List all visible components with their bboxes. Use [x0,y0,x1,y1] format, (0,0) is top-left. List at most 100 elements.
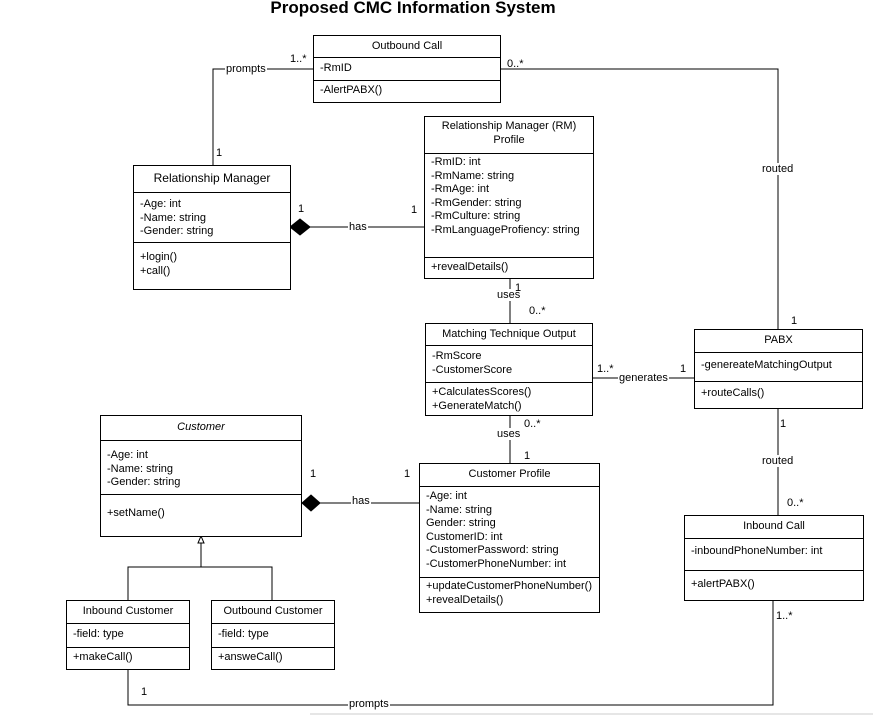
line-prompts-bottom [127,600,774,706]
multiplicity: 1 [216,147,223,159]
class-name-line2: Profile [493,133,525,146]
class-name: Relationship Manager (RM) Profile [425,117,593,154]
methods-section: +revealDetails() [425,258,593,278]
class-name: Customer Profile [420,464,599,487]
multiplicity: 1 [524,450,531,462]
attribute: -RmGender: string [431,196,522,209]
attribute: -field: type [218,628,269,640]
method: +CalculatesScores() [432,386,532,398]
method: +alertPABX() [691,578,755,590]
class-name: Relationship Manager [134,166,290,193]
attributes-section: -Age: int -Name: string Gender: string C… [420,487,599,578]
methods-section: +alertPABX() [685,571,863,595]
attributes-section: -inboundPhoneNumber: int [685,539,863,571]
label-routed-bottom: routed [761,455,795,467]
multiplicity: 1 [680,363,687,375]
attribute: -RmLanguageProfiency: string [431,223,580,236]
method: +call() [140,264,171,277]
multiplicity: 1 [411,204,418,216]
multiplicity: 1 [404,468,411,480]
methods-section: +routeCalls() [695,382,862,404]
label-uses-bottom: uses [496,428,522,440]
multiplicity: 1 [141,686,148,698]
method: +GenerateMatch() [432,399,522,412]
attribute: -RmAge: int [431,183,490,196]
class-rm-profile[interactable]: Relationship Manager (RM) Profile -RmID:… [424,116,594,279]
multiplicity: 0..* [524,418,541,430]
label-prompts-bottom: prompts [348,698,390,710]
attribute: -RmID [320,62,352,74]
attributes-section: -RmScore -CustomerScore [426,346,592,383]
attribute: -Name: string [426,503,493,516]
multiplicity: 0..* [529,305,546,317]
label-routed-top: routed [761,163,795,175]
methods-section: -AlertPABX() [314,81,500,101]
composition-diamond-customer [301,494,321,512]
method: -AlertPABX() [320,84,383,96]
methods-section: +answeCall() [212,648,334,668]
class-matching-technique-output[interactable]: Matching Technique Output -RmScore -Cust… [425,323,593,416]
multiplicity: 1 [298,203,305,215]
method: +revealDetails() [431,261,509,273]
class-inbound-customer[interactable]: Inbound Customer -field: type +makeCall(… [66,600,190,670]
composition-diamond-rm [289,218,311,236]
attribute: -CustomerScore [432,363,513,376]
methods-section: +updateCustomerPhoneNumber() +revealDeta… [420,578,599,610]
attribute: -Gender: string [107,476,181,489]
attributes-section: -genereateMatchingOutput [695,353,862,382]
attribute: CustomerID: int [426,530,503,543]
multiplicity: 1 [791,315,798,327]
multiplicity: 0..* [507,58,524,70]
method: +makeCall() [73,651,133,663]
attributes-section: -Age: int -Name: string -Gender: string [134,193,290,243]
attributes-section: -field: type [212,624,334,648]
label-uses-top: uses [496,289,522,301]
multiplicity: 1 [310,468,317,480]
attributes-section: -RmID [314,58,500,81]
class-name: Outbound Call [314,36,500,58]
class-inbound-call[interactable]: Inbound Call -inboundPhoneNumber: int +a… [684,515,864,601]
multiplicity: 1..* [776,610,793,622]
method: +routeCalls() [701,387,765,399]
method: +login() [140,251,177,263]
attribute: -RmCulture: string [431,210,521,223]
class-outbound-call[interactable]: Outbound Call -RmID -AlertPABX() [313,35,501,103]
line-generalization-left [127,566,273,600]
label-prompts-top: prompts [225,63,267,75]
attribute: -RmName: string [431,169,515,182]
diagram-title: Proposed CMC Information System [270,0,556,17]
label-has-rm: has [348,221,368,233]
attribute: -RmScore [432,350,482,362]
class-name: Inbound Call [685,516,863,539]
attribute: -Age: int [426,490,467,502]
class-name: PABX [695,330,862,353]
generalization-triangle [197,534,205,544]
class-name: Matching Technique Output [426,324,592,346]
line-routed-top [501,68,779,329]
attributes-section: -Age: int -Name: string -Gender: string [101,441,301,495]
line-prompts-top [212,68,313,165]
attribute: -genereateMatchingOutput [701,359,832,371]
attribute: -Gender: string [140,225,214,238]
multiplicity: 1..* [597,363,614,375]
methods-section: +makeCall() [67,648,189,668]
class-relationship-manager[interactable]: Relationship Manager -Age: int -Name: st… [133,165,291,290]
class-pabx[interactable]: PABX -genereateMatchingOutput +routeCall… [694,329,863,409]
method: +revealDetails() [426,593,504,606]
multiplicity: 1 [780,418,787,430]
multiplicity: 0..* [787,497,804,509]
attribute: -Name: string [140,211,207,224]
attribute: -Name: string [107,462,174,475]
class-customer-profile[interactable]: Customer Profile -Age: int -Name: string… [419,463,600,613]
class-customer[interactable]: Customer -Age: int -Name: string -Gender… [100,415,302,537]
class-outbound-customer[interactable]: Outbound Customer -field: type +answeCal… [211,600,335,670]
attribute: -CustomerPassword: string [426,544,559,557]
attributes-section: -RmID: int -RmName: string -RmAge: int -… [425,154,593,258]
method: +updateCustomerPhoneNumber() [426,580,593,592]
label-has-customer: has [351,495,371,507]
multiplicity: 1..* [290,53,307,65]
class-name: Outbound Customer [212,601,334,624]
attribute: Gender: string [426,517,496,530]
attribute: -CustomerPhoneNumber: int [426,557,567,570]
